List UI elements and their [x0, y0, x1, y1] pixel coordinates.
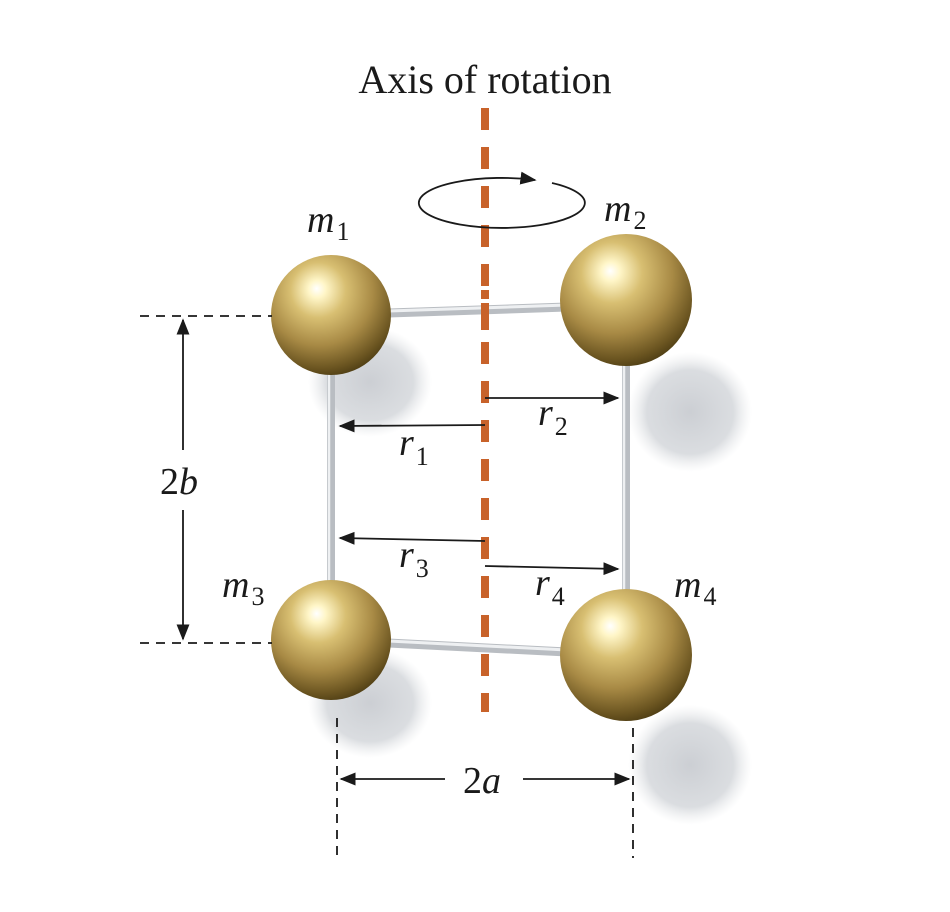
height-dimension — [140, 315, 272, 644]
width-dimension — [336, 718, 634, 858]
arrow-r3 — [338, 531, 486, 545]
shadow-m4 — [628, 705, 752, 825]
sphere-shadows — [308, 327, 752, 825]
sphere-m3 — [271, 580, 391, 700]
label-2b: 2b — [160, 461, 198, 503]
label-m1: m1 — [307, 199, 349, 246]
sphere-m4 — [560, 589, 692, 721]
label-r4: r4 — [535, 562, 565, 611]
label-m3: m3 — [222, 564, 264, 611]
label-m4: m4 — [674, 564, 716, 611]
label-r3: r3 — [399, 534, 429, 583]
rotation-indicator — [417, 171, 586, 229]
arrow-r1 — [338, 419, 486, 433]
label-m2: m2 — [604, 188, 646, 235]
shadow-m2 — [628, 352, 752, 472]
label-r2: r2 — [538, 392, 568, 441]
title: Axis of rotation — [358, 57, 611, 102]
sphere-m2 — [560, 234, 692, 366]
spheres — [271, 234, 692, 721]
label-2a: 2a — [463, 760, 501, 802]
rotation-ellipse — [417, 171, 586, 229]
arrow-r4 — [484, 562, 620, 576]
sphere-m1 — [271, 255, 391, 375]
label-r1: r1 — [399, 422, 429, 471]
radius-arrows — [338, 391, 620, 576]
